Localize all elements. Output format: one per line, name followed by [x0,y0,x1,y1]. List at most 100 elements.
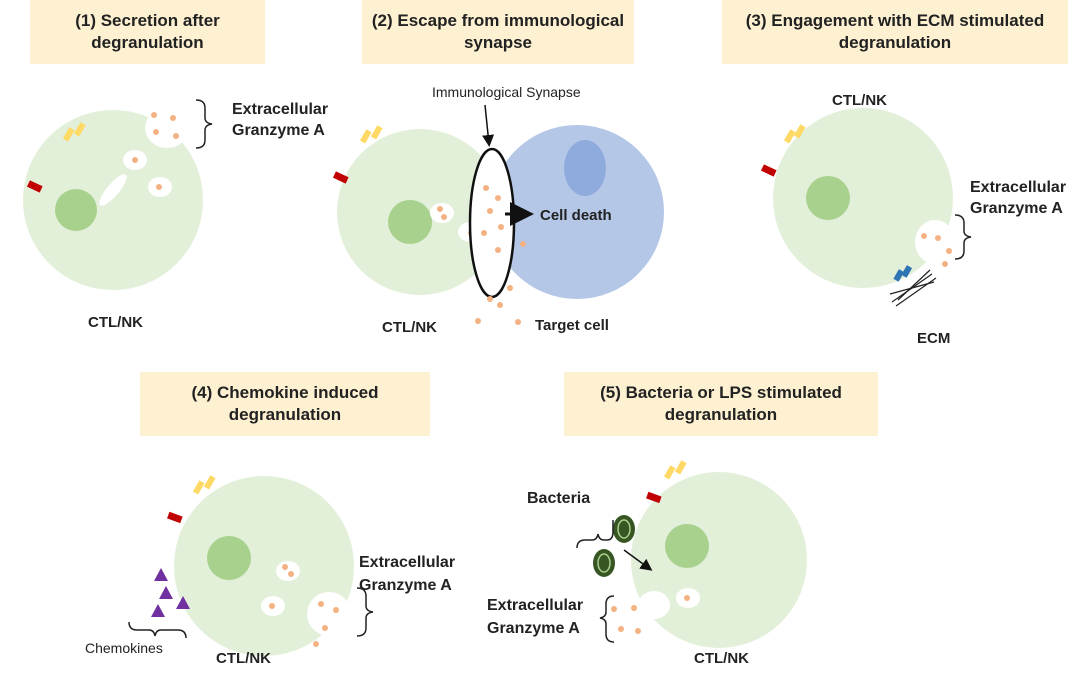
cell-label: CTL/NK [382,319,437,336]
ecm-receptor [893,269,905,282]
nucleus [388,200,432,244]
ecm-label: ECM [917,330,950,347]
granule [282,564,288,570]
panel-4-title: (4) Chemokine induced degranulation [140,372,430,436]
receptor-yellow [674,460,687,475]
granule [942,261,948,267]
exocytosis-pocket [915,220,955,264]
extracellular-label-line2: Granzyme A [232,122,325,139]
chemokine-triangle [176,596,190,609]
receptor-red [26,180,43,193]
bacterium [613,515,635,543]
granule [495,247,501,253]
panel-3: Extracellular Granzyme A CTL/NK ECM [760,92,1066,347]
granule [935,235,941,241]
granule [487,296,493,302]
bacteria-arrow [623,549,653,571]
bracket [356,587,374,637]
extracellular-label-line1: Extracellular [359,554,455,571]
receptor-red [646,491,662,504]
granule [151,112,157,118]
granule-vesicle [276,561,300,581]
chemokine-triangle [151,604,165,617]
granule [498,224,504,230]
granule [153,129,159,135]
receptor-red [332,171,349,184]
extracellular-label-line2: Granzyme A [487,620,580,637]
panel-1-title: (1) Secretion after degranulation [30,0,265,64]
chemokine-triangle [154,568,168,581]
panel-4: Extracellular Granzyme A Chemokines CTL/… [85,475,455,667]
extracellular-label-line1: Extracellular [232,101,328,118]
granule [520,241,526,247]
ecm-receptor [901,265,913,278]
cell-body [23,110,203,290]
ecm-fiber [889,281,935,295]
extracellular-label-line1: Extracellular [970,179,1066,196]
granule [618,626,624,632]
granule [946,248,952,254]
target-nucleus [564,140,606,196]
receptor-yellow [73,122,86,137]
granule [333,607,339,613]
panel-2-title: (2) Escape from immunological synapse [362,0,634,64]
granule [515,319,521,325]
receptor-yellow [663,465,676,480]
bacterium [593,549,615,577]
ecm-fiber [895,277,937,307]
chemokines-label: Chemokines [85,640,163,656]
granule [495,195,501,201]
synapse-arrow [482,104,495,147]
receptor-red [760,164,777,177]
target-cell-body [490,125,664,299]
panel-5-title: (5) Bacteria or LPS stimulated degranula… [564,372,878,436]
exocytosis-pocket [638,591,670,619]
bracket [128,621,187,639]
cell-label: CTL/NK [832,92,887,109]
cell-body [631,472,807,648]
receptor-yellow [359,129,372,144]
bracket [195,99,213,149]
vacuole [99,174,127,206]
granule [513,217,519,223]
granule [487,208,493,214]
granule [318,601,324,607]
extracellular-label-line2: Granzyme A [970,200,1063,217]
bacterium-inner [597,553,611,573]
bracket [576,520,614,549]
granule [156,184,162,190]
granule [437,206,443,212]
exocytosis-pocket [307,592,351,636]
granule [497,302,503,308]
granule [921,233,927,239]
bracket [599,595,615,643]
granule [269,603,275,609]
cell-body [773,108,953,288]
panel-1: Extracellular Granzyme A CTL/NK [23,99,328,331]
granule [483,185,489,191]
bracket [954,214,972,260]
nucleus [55,189,97,231]
granule [322,625,328,631]
bacterium-inner [617,519,631,539]
receptor-yellow [783,129,796,144]
synapse-ellipse [468,147,516,299]
granule [475,318,481,324]
ecm-fiber [897,269,931,301]
cell-label: CTL/NK [216,650,271,667]
extracellular-label-line1: Extracellular [487,597,583,614]
granule [631,605,637,611]
granule [132,157,138,163]
target-cell-label: Target cell [535,317,609,334]
cell-label: CTL/NK [694,650,749,667]
nucleus [806,176,850,220]
receptor-yellow [192,480,205,495]
nucleus [207,536,251,580]
granule [313,641,319,647]
panel-2: Immunological Synapse Cell death CTL/NK … [332,84,664,336]
synapse-label: Immunological Synapse [432,84,581,100]
bacteria-label: Bacteria [527,490,590,507]
granule [170,115,176,121]
granule [635,628,641,634]
